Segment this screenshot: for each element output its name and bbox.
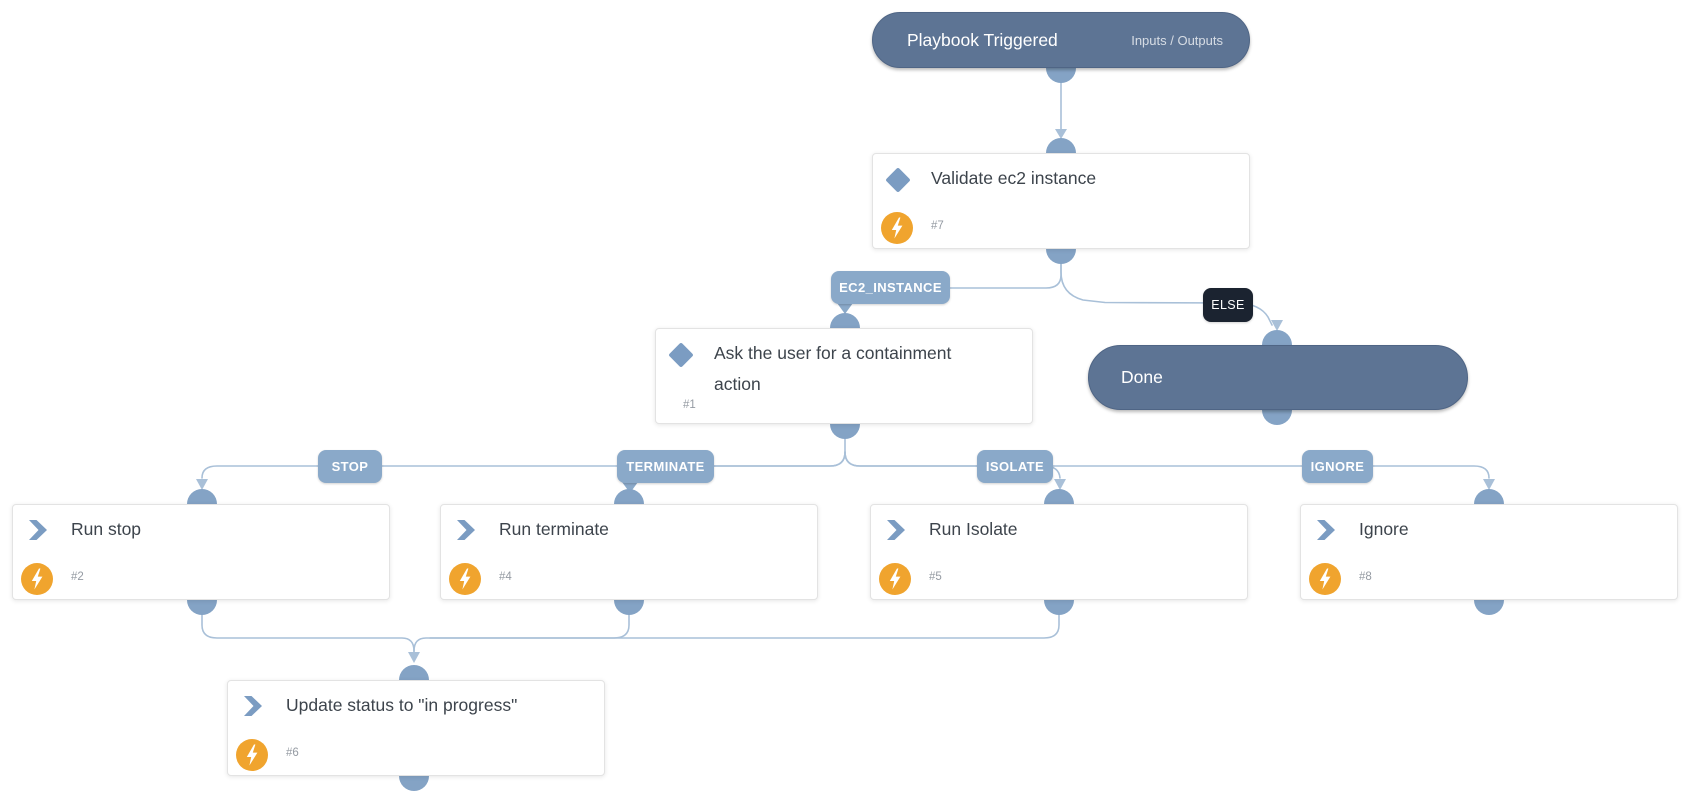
arrowhead-validate xyxy=(1055,129,1067,139)
edge-ask-ignore xyxy=(844,451,1490,479)
node-validate-ec2-instance[interactable]: Validate ec2 instance #7 xyxy=(872,153,1250,249)
branch-label-ignore[interactable]: IGNORE xyxy=(1302,450,1373,483)
start-node-playbook-triggered[interactable]: Playbook Triggered Inputs / Outputs xyxy=(872,12,1250,68)
decision-diamond-icon xyxy=(665,339,697,376)
arrowhead-ignore xyxy=(1483,479,1495,490)
branch-label-stop[interactable]: STOP xyxy=(318,450,382,483)
ignore-bottom-port[interactable] xyxy=(1474,600,1504,615)
node-run-isolate[interactable]: Run Isolate #5 xyxy=(870,504,1248,600)
node-id: #5 xyxy=(929,571,942,583)
branch-label-isolate[interactable]: ISOLATE xyxy=(977,450,1053,483)
start-node-title: Playbook Triggered xyxy=(907,29,1058,50)
arrowhead-done xyxy=(1271,320,1283,331)
terminate-label-tail xyxy=(622,482,638,493)
node-id: #2 xyxy=(71,571,84,583)
node-title: Run stop xyxy=(71,519,142,539)
edge-ask-stop xyxy=(201,451,846,479)
arrowhead-run-isolate xyxy=(1054,479,1066,490)
run-terminate-top-port[interactable] xyxy=(614,489,644,504)
start-bottom-port[interactable] xyxy=(1046,68,1076,83)
edge-runterminate-update xyxy=(413,614,630,652)
branch-label-terminate[interactable]: TERMINATE xyxy=(617,450,714,483)
ec2-label-tail xyxy=(837,303,853,314)
node-id: #8 xyxy=(1359,571,1372,583)
done-top-port[interactable] xyxy=(1262,330,1292,345)
node-title: Ask the user for a containment action xyxy=(714,343,952,394)
arrowhead-update-status xyxy=(408,652,420,663)
node-id: #1 xyxy=(683,399,696,411)
node-ask-containment-action[interactable]: Ask the user for a containment action #1 xyxy=(655,328,1033,424)
edge-validate-else-done xyxy=(1060,263,1273,326)
edge-runisolate-update xyxy=(429,614,1060,639)
node-id: #6 xyxy=(286,747,299,759)
run-isolate-top-port[interactable] xyxy=(1044,489,1074,504)
action-chevron-icon xyxy=(243,695,263,722)
arrowhead-run-stop xyxy=(196,479,208,490)
automation-bolt-icon xyxy=(879,563,911,600)
validate-bottom-port[interactable] xyxy=(1046,249,1076,264)
decision-diamond-icon xyxy=(882,164,914,201)
run-stop-bottom-port[interactable] xyxy=(187,600,217,615)
ask-bottom-port[interactable] xyxy=(830,424,860,439)
end-node-done[interactable]: Done xyxy=(1088,345,1468,410)
ignore-top-port[interactable] xyxy=(1474,489,1504,504)
validate-top-port[interactable] xyxy=(1046,138,1076,153)
update-status-bottom-port[interactable] xyxy=(399,776,429,791)
end-node-title: Done xyxy=(1121,367,1163,387)
run-isolate-bottom-port[interactable] xyxy=(1044,600,1074,615)
node-title: Update status to "in progress" xyxy=(286,695,518,715)
node-title: Ignore xyxy=(1359,519,1409,539)
node-title: Run terminate xyxy=(499,519,609,539)
branch-label-else[interactable]: ELSE xyxy=(1203,288,1253,322)
run-stop-top-port[interactable] xyxy=(187,489,217,504)
done-bottom-port[interactable] xyxy=(1262,410,1292,425)
edge-validate-ec2instance xyxy=(949,263,1062,289)
automation-bolt-icon xyxy=(236,739,268,776)
update-status-top-port[interactable] xyxy=(399,665,429,680)
node-id: #4 xyxy=(499,571,512,583)
automation-bolt-icon xyxy=(449,563,481,600)
action-chevron-icon xyxy=(886,519,906,546)
node-title: Validate ec2 instance xyxy=(931,168,1097,188)
action-chevron-icon xyxy=(1316,519,1336,546)
branch-label-ec2-instance[interactable]: EC2_INSTANCE xyxy=(831,271,950,304)
run-terminate-bottom-port[interactable] xyxy=(614,600,644,615)
node-title: Run Isolate xyxy=(929,519,1018,539)
automation-bolt-icon xyxy=(881,212,913,249)
node-update-status[interactable]: Update status to "in progress" #6 xyxy=(227,680,605,776)
automation-bolt-icon xyxy=(21,563,53,600)
edge-runstop-update xyxy=(201,614,415,652)
action-chevron-icon xyxy=(456,519,476,546)
automation-bolt-icon xyxy=(1309,563,1341,600)
inputs-outputs-link[interactable]: Inputs / Outputs xyxy=(1131,32,1223,48)
node-run-stop[interactable]: Run stop #2 xyxy=(12,504,390,600)
ask-top-port[interactable] xyxy=(830,313,860,328)
node-ignore[interactable]: Ignore #8 xyxy=(1300,504,1678,600)
action-chevron-icon xyxy=(28,519,48,546)
node-id: #7 xyxy=(931,220,944,232)
node-run-terminate[interactable]: Run terminate #4 xyxy=(440,504,818,600)
